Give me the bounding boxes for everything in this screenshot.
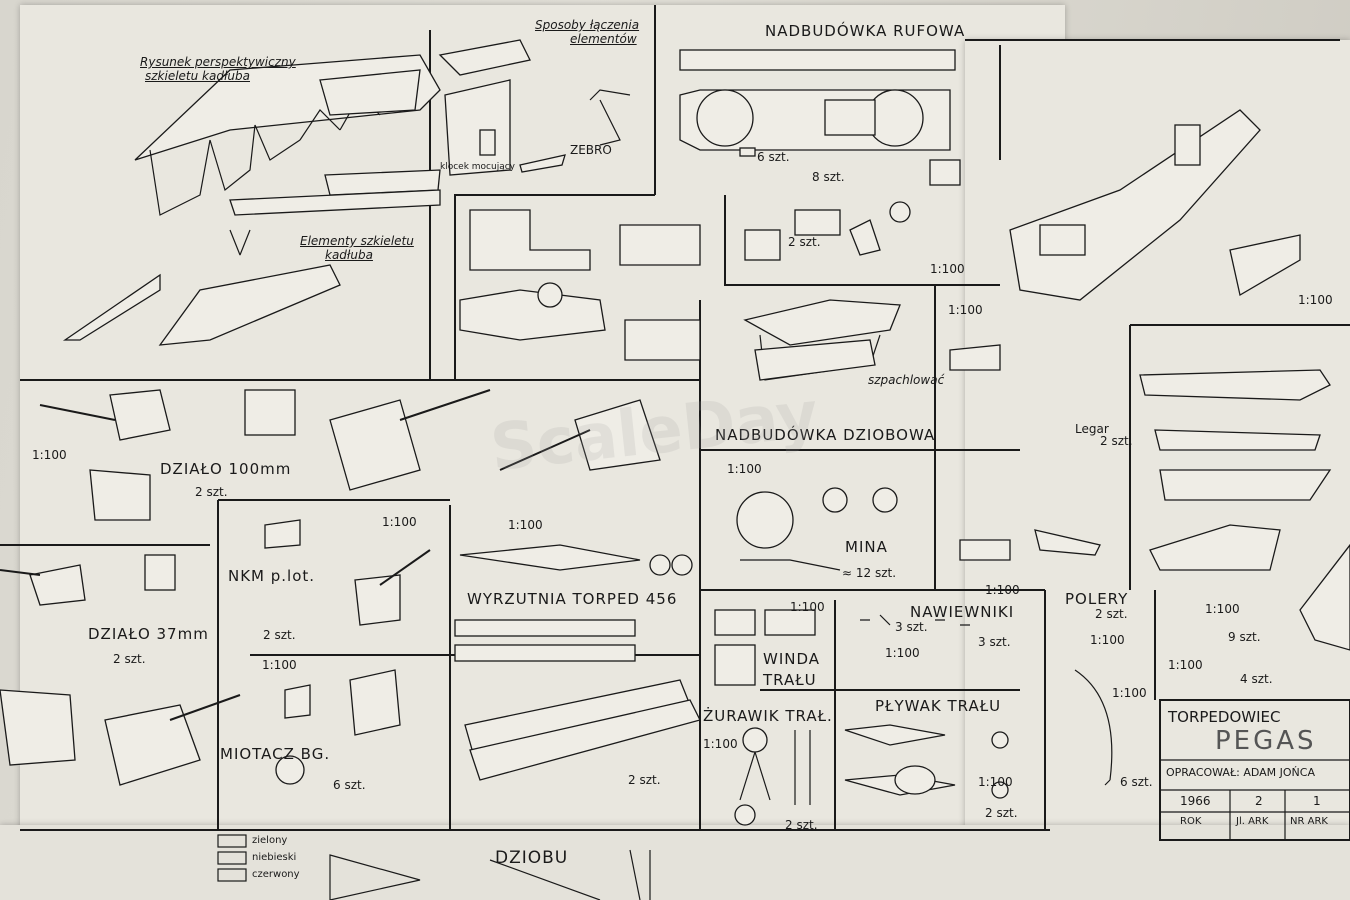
- scale-boats-2: 1:100: [985, 583, 1020, 597]
- count-3-vent-a: 3 szt.: [895, 620, 928, 634]
- torpedo-launcher-title: WYRZUTNIA TORPED 456: [467, 590, 678, 608]
- scale-vent: 1:100: [885, 646, 920, 660]
- count-2-zurawik: 2 szt.: [785, 818, 818, 832]
- count-6-stern: 6 szt.: [757, 150, 790, 164]
- count-2-gun100: 2 szt.: [195, 485, 228, 499]
- scale-boats: 1:100: [948, 303, 983, 317]
- joining-methods-label: Sposoby łączenia: [535, 18, 640, 32]
- sheet-header: Jl. ARK: [1236, 816, 1269, 827]
- count-2-torpedo: 2 szt.: [628, 773, 661, 787]
- year: 1966: [1180, 794, 1211, 808]
- ship-type: TORPEDOWIEC: [1168, 708, 1281, 726]
- count-4: 4 szt.: [1240, 672, 1273, 686]
- bow-title: DZIOBU: [495, 848, 569, 868]
- winch-title-2: TRAŁU: [763, 671, 817, 689]
- scale-miotacz: 1:100: [262, 658, 297, 672]
- ship-name: PEGAS: [1215, 726, 1317, 756]
- stern-superstructure-title: NADBUDÓWKA RUFOWA: [765, 22, 966, 40]
- elements-label: elementów: [570, 32, 637, 46]
- bow-superstructure-title: NADBUDÓWKA DZIOBOWA: [715, 426, 936, 444]
- gun-100mm-title: DZIAŁO 100mm: [160, 460, 292, 478]
- scale-torpedo: 1:100: [508, 518, 543, 532]
- legend-red: czerwony: [252, 869, 300, 880]
- aa-gun-title: NKM p.lot.: [228, 567, 316, 585]
- count-2-legar: 2 szt.: [1100, 434, 1133, 448]
- legar-label: Legar: [1075, 422, 1109, 436]
- scale-aerial: 1:100: [1112, 686, 1147, 700]
- scale-gun100: 1:100: [32, 448, 67, 462]
- float-title: PŁYWAK TRAŁU: [875, 697, 1002, 715]
- sheet-number: 2: [1255, 794, 1263, 808]
- count-9: 9 szt.: [1228, 630, 1261, 644]
- author: OPRACOWAŁ: ADAM JOŃCA: [1166, 766, 1315, 779]
- count-8-stern: 8 szt.: [812, 170, 845, 184]
- scale-right-sheet: 1:100: [1298, 293, 1333, 307]
- ventilators-title: NAWIEWNIKI: [910, 603, 1015, 621]
- winch-title: WINDA: [763, 650, 821, 668]
- hull-label: kadłuba: [325, 248, 373, 262]
- count-2-float: 2 szt.: [985, 806, 1018, 820]
- bollards-title: POLERY: [1065, 590, 1129, 608]
- scale-winda: 1:100: [790, 600, 825, 614]
- depth-charge-title: MIOTACZ BG.: [220, 745, 331, 763]
- sheet-total: 1: [1313, 794, 1321, 808]
- count-2-polery: 2 szt.: [1095, 607, 1128, 621]
- scale-float: 1:100: [978, 775, 1013, 789]
- legend-blue: niebieski: [252, 852, 297, 863]
- count-6-miotacz: 6 szt.: [333, 778, 366, 792]
- rib-label: ZEBRO: [570, 143, 612, 157]
- skeleton-label: szkieletu kadłuba: [145, 69, 250, 83]
- mine-count: ≈ 12 szt.: [842, 566, 897, 580]
- year-header: ROK: [1180, 816, 1202, 827]
- bottom-sheet: [0, 825, 1350, 900]
- skeleton-elements-label: Elementy szkieletu: [300, 234, 414, 248]
- scale-mina: 1:100: [727, 462, 762, 476]
- gun-37mm-title: DZIAŁO 37mm: [88, 625, 209, 643]
- scale-small-parts-2: 1:100: [1168, 658, 1203, 672]
- sheet-no-header: NR ARK: [1290, 816, 1328, 827]
- legend-green: zielony: [252, 835, 288, 846]
- count-2-stern: 2 szt.: [788, 235, 821, 249]
- perspective-label: Rysunek perspektywiczny: [140, 55, 296, 69]
- scale-polery: 1:100: [1090, 633, 1125, 647]
- count-2-gun37: 2 szt.: [113, 652, 146, 666]
- count-6-aerial: 6 szt.: [1120, 775, 1153, 789]
- count-3-vent-b: 3 szt.: [978, 635, 1011, 649]
- block-label: klocek mocujący: [440, 162, 515, 172]
- putty-label: szpachlować: [868, 373, 945, 387]
- scale-nkm: 1:100: [382, 515, 417, 529]
- scale-zurawik: 1:100: [703, 737, 738, 751]
- davit-title: ŻURAWIK TRAŁ.: [703, 707, 833, 725]
- count-2-nkm: 2 szt.: [263, 628, 296, 642]
- mine-title: MINA: [845, 538, 888, 556]
- scale-small-parts: 1:100: [1205, 602, 1240, 616]
- scale-stern: 1:100: [930, 262, 965, 276]
